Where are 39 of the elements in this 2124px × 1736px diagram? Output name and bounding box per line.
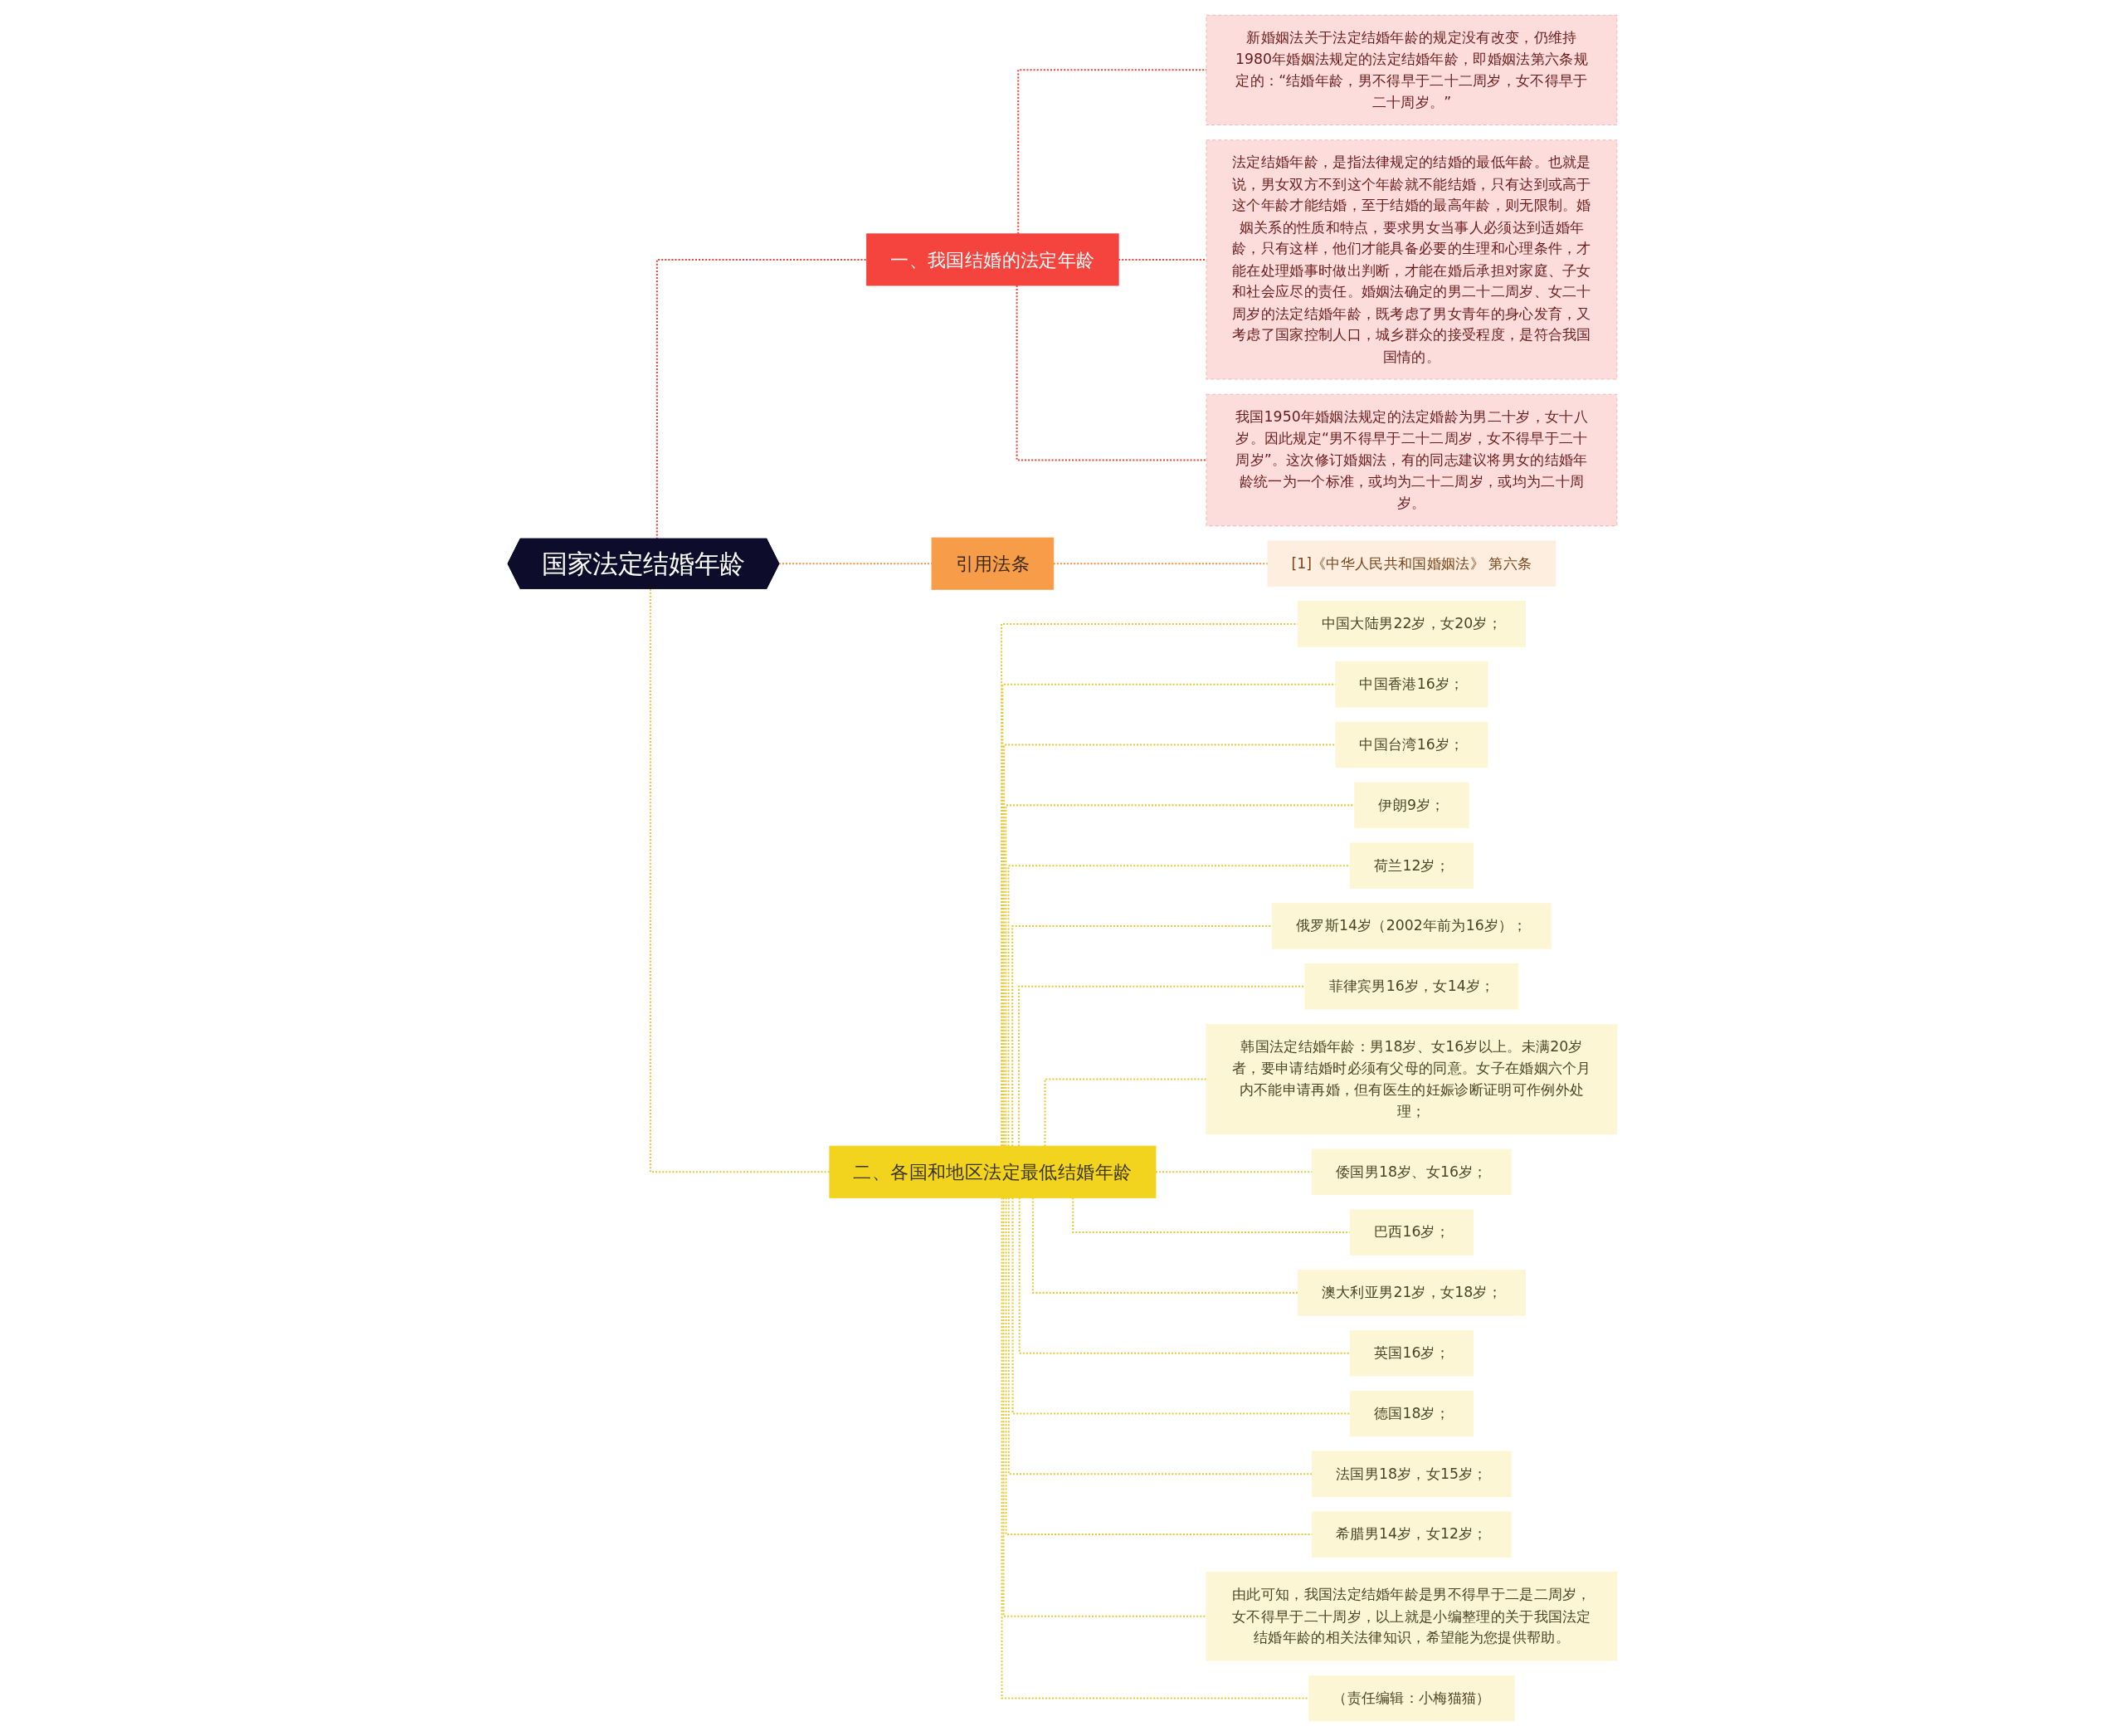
node-box: 中国香港16岁；: [1334, 661, 1488, 708]
node-box: 伊朗9岁；: [1353, 782, 1469, 829]
connector: [1016, 69, 1206, 234]
node-box: 英国16岁；: [1349, 1329, 1474, 1377]
connector: [1011, 924, 1273, 1147]
node-box: 中国台湾16岁；: [1334, 721, 1488, 768]
connector: [777, 563, 932, 565]
node-box: 我国1950年婚姻法规定的法定婚龄为男二十岁，女十八岁。因此规定“男不得早于二十二周岁，女不得早于二十周岁”。这次修订婚姻法，有的同志建议将男女的结婚年龄统一为一个标准，或均为二十二周岁，或均为二十周岁。: [1206, 393, 1617, 527]
node-box: 韩国法定结婚年龄：男18岁、女16岁以上。未满20岁者，要申请结婚时必须有父母的同意。女子在婚姻六个月内不能申请再婚，但有医生的妊娠诊断证明可作例外处理；: [1206, 1023, 1617, 1135]
node-box: 由此可知，我国法定结婚年龄是男不得早于二是二周岁，女不得早于二十周岁，以上就是小编整理的关于我国法定结婚年龄的相关法律知识，希望能为您提供帮助。: [1206, 1572, 1617, 1661]
node-box: [1]《中华人民共和国婚姻法》 第六条: [1267, 540, 1556, 587]
connector: [1018, 1197, 1350, 1354]
node-box: 引用法条: [931, 537, 1054, 590]
connector: [1002, 1197, 1206, 1617]
node-box: 德国18岁；: [1349, 1390, 1474, 1437]
node-box: 倭国男18岁、女16岁；: [1311, 1148, 1512, 1196]
node-box: 澳大利亚男21岁，女18岁；: [1297, 1270, 1526, 1316]
node-box: 菲律宾男16岁，女14岁；: [1304, 963, 1518, 1010]
connector: [1011, 1197, 1350, 1415]
connector: [655, 258, 867, 539]
node-box: 二、各国和地区法定最低结婚年龄: [828, 1145, 1156, 1198]
node-box: 法国男18岁，女15岁；: [1311, 1451, 1512, 1497]
connector: [1005, 1197, 1313, 1536]
node-box: 一、我国结婚的法定年龄: [865, 233, 1119, 286]
connector: [1071, 1197, 1350, 1234]
connector: [1017, 985, 1305, 1147]
connector: [1004, 804, 1355, 1147]
node-box: 巴西16岁；: [1349, 1209, 1474, 1256]
node-box: 俄罗斯14岁（2002年前为16岁）；: [1271, 903, 1552, 949]
connector: [1007, 865, 1350, 1147]
node-box: （责任编辑：小梅猫猫）: [1308, 1675, 1515, 1722]
node-box: 荷兰12岁；: [1349, 842, 1474, 889]
node-box: 希腊男14岁，女12岁；: [1311, 1511, 1512, 1558]
connector: [1001, 1197, 1309, 1699]
node-box: 中国大陆男22岁，女20岁；: [1297, 601, 1526, 647]
node-box: 新婚姻法关于法定结婚年龄的规定没有改变，仍维持1980年婚姻法规定的法定结婚年龄，即婚姻法第六条规定的：“结婚年龄，男不得早于二十二周岁，女不得早于二十周岁。”: [1206, 14, 1617, 125]
connector: [1000, 622, 1298, 1147]
connector: [1016, 285, 1206, 461]
node-box: 法定结婚年龄，是指法律规定的结婚的最低年龄。也就是说，男女双方不到这个年龄就不能结婚，只有达到或高于这个年龄才能结婚，至于结婚的最高年龄，则无限制。婚姻关系的性质和特点，要求男女当事人必须达到适婚年龄，只有这样，他们才能具备必要的生理和心理条件，才能在处理婚事时做出判断，才能在婚后承担对家庭、子女和社会应尽的责任。婚姻法确定的男二十二周岁、女二十周岁的法定结婚年龄，既考虑了男女青年的身心发育，又考虑了国家控制人口，城乡群众的接受程度，是符合我国国情的。: [1206, 139, 1617, 380]
